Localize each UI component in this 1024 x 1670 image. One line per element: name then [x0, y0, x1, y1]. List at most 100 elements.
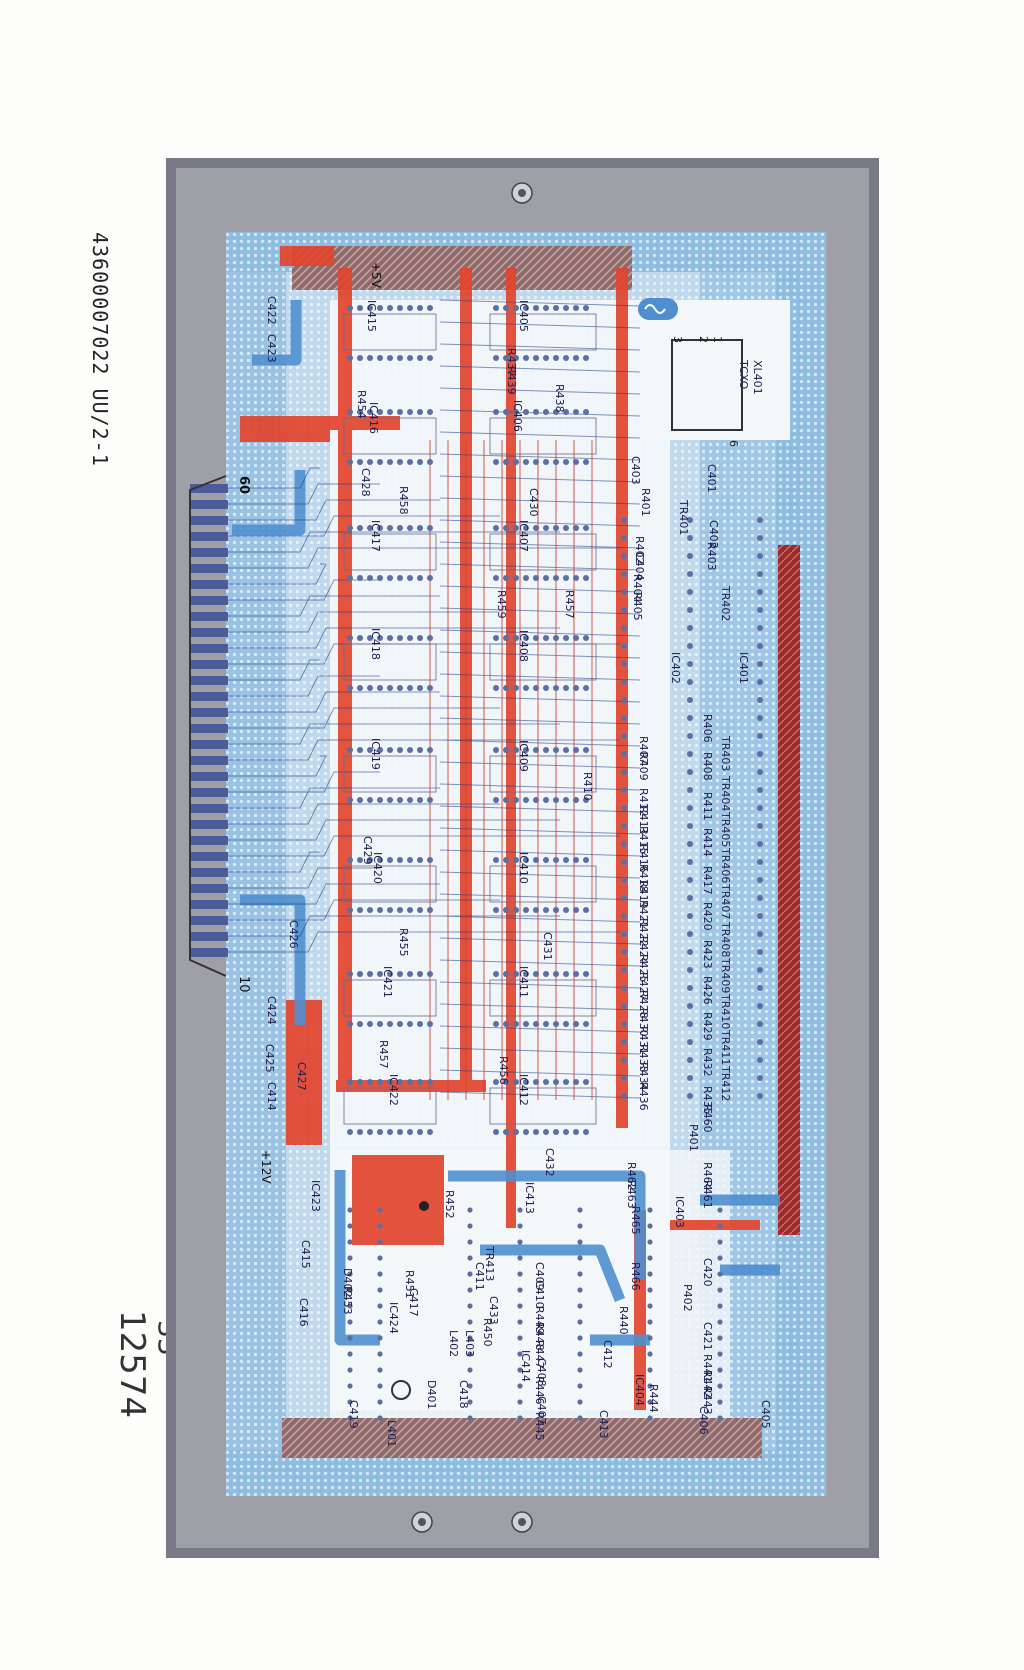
ic-pad [387, 797, 393, 803]
component-pad [467, 1255, 473, 1261]
ic-pad [347, 525, 353, 531]
ic-pad [533, 857, 539, 863]
ic-pad [583, 971, 589, 977]
ic-pad [377, 409, 383, 415]
label-tr412: TR412 [719, 1065, 732, 1101]
signal-trace [439, 959, 641, 967]
component-pad [577, 1367, 583, 1373]
component-pad [347, 1255, 353, 1261]
ic-pad [493, 525, 499, 531]
label-r455: R455 [397, 928, 410, 957]
component-pad [467, 1223, 473, 1229]
ic-pad [573, 525, 579, 531]
component-pad [647, 1383, 653, 1389]
component-pad [717, 1271, 723, 1277]
ic-pad [513, 355, 519, 361]
label-r453: R453 [341, 1286, 354, 1315]
component-pad [717, 1207, 723, 1213]
ic-pad [377, 305, 383, 311]
ic-pad [543, 747, 549, 753]
signal-trace [439, 1047, 641, 1055]
component-pad [377, 1351, 383, 1357]
component-pad [621, 769, 627, 775]
ic-pad [553, 305, 559, 311]
label-r465: R465 [629, 1206, 642, 1235]
component-pad [621, 967, 627, 973]
component-pad [621, 1003, 627, 1009]
ic-pad [563, 907, 569, 913]
label-ic405: IC405 [517, 300, 530, 332]
label-r460: R460 [701, 1104, 714, 1133]
signal-trace [439, 805, 641, 813]
label-c402: C402 [707, 520, 720, 549]
label-l402: L402 [447, 1330, 460, 1357]
component-pad [621, 715, 627, 721]
signal-trace [439, 673, 641, 681]
ic-outline [489, 865, 597, 903]
ic-pad [357, 459, 363, 465]
ic-pad [493, 1079, 499, 1085]
ic-pad [503, 857, 509, 863]
label-r413: R413 [637, 806, 650, 835]
label-r451: R451 [403, 1270, 416, 1299]
connector-finger [190, 948, 228, 957]
component-pad [717, 1351, 723, 1357]
ic-pad [387, 1021, 393, 1027]
ic-pad [543, 459, 549, 465]
component-pad [757, 751, 763, 757]
ic-pad [407, 857, 413, 863]
label-ic407: IC407 [517, 520, 530, 552]
ic-pad [513, 635, 519, 641]
label-c431: C431 [541, 932, 554, 961]
ic-pad [553, 459, 559, 465]
signal-trace [228, 723, 560, 745]
ic-pad [347, 1079, 353, 1085]
ic-pad [543, 355, 549, 361]
label-r417: R417 [701, 866, 714, 895]
component-pad [621, 733, 627, 739]
ic-pad [377, 459, 383, 465]
ic-pad [543, 857, 549, 863]
component-pad [687, 1093, 693, 1099]
component-pad [647, 1351, 653, 1357]
component-pad [517, 1207, 523, 1213]
label-c423: C423 [265, 334, 278, 363]
label-p402: P402 [681, 1284, 694, 1312]
component-pad [517, 1399, 523, 1405]
component-pad [717, 1239, 723, 1245]
component-pad [467, 1367, 473, 1373]
component-pad [757, 517, 763, 523]
label-d401: D401 [425, 1380, 438, 1409]
ic-pad [397, 355, 403, 361]
label-r407: R407 [637, 736, 650, 765]
ic-pad [397, 635, 403, 641]
signal-trace [228, 579, 380, 601]
ic-pad [357, 575, 363, 581]
label-r448: R448 [533, 1322, 546, 1351]
ground-plane-left [226, 232, 286, 1496]
label-ic417: IC417 [369, 520, 382, 552]
ic-pad [493, 857, 499, 863]
ic-pad [493, 355, 499, 361]
component-pad [717, 1415, 723, 1421]
label-r410: R410 [581, 772, 594, 801]
label-r411: R411 [701, 792, 714, 821]
label-tr406: TR406 [719, 847, 732, 883]
ic-pad [573, 635, 579, 641]
ic-pad [417, 971, 423, 977]
signal-trace [439, 871, 641, 879]
ic-pad [573, 857, 579, 863]
rail-label-5v: +5V [369, 262, 383, 289]
component-pad [577, 1351, 583, 1357]
ic-pad [533, 1129, 539, 1135]
ic-pad [427, 409, 433, 415]
ic-pad [407, 409, 413, 415]
label-c422: C422 [265, 296, 278, 325]
label-r446: R446 [533, 1376, 546, 1405]
ic-pad [553, 409, 559, 415]
ic-pad [503, 459, 509, 465]
label-r459: R459 [495, 590, 508, 619]
component-pad [621, 1057, 627, 1063]
component-pad [377, 1383, 383, 1389]
ic-pad [523, 355, 529, 361]
